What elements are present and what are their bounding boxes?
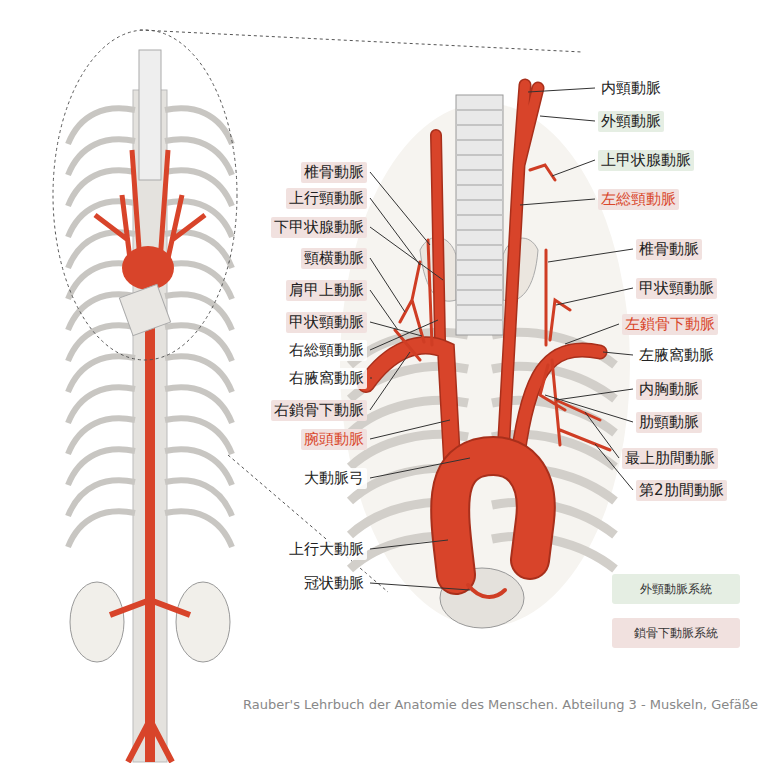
leader-line [370, 378, 372, 379]
coronary [468, 585, 505, 597]
artery-label: 外頸動脈 [598, 111, 664, 132]
artery-label: 内頸動脈 [598, 78, 664, 99]
small-branches [395, 165, 610, 450]
legend-item: 外頸動脈系統 [612, 574, 740, 604]
leader-line [540, 116, 595, 121]
leader-line [370, 290, 398, 330]
leader-line [370, 322, 422, 336]
zoom-figure [340, 85, 630, 628]
legend-text: 外頸動脈系統 [612, 574, 740, 604]
aorta [450, 456, 536, 575]
source-caption: Rauber's Lehrbuch der Anatomie des Mensc… [243, 697, 758, 712]
rib [350, 502, 615, 535]
leader-line [370, 320, 438, 350]
kidney [70, 582, 124, 662]
artery-label: 右腋窩動脈 [286, 368, 367, 389]
kidney [176, 582, 230, 662]
aortic-arch [122, 246, 174, 290]
leader-line [548, 249, 633, 262]
leader-line [370, 583, 470, 590]
artery-label: 肩甲上動脈 [286, 280, 367, 301]
leader-line [585, 412, 619, 458]
leader-line [370, 458, 470, 478]
artery-label: 左総頸動脈 [598, 189, 679, 210]
leader-line [603, 352, 633, 355]
artery-label: 甲状頸動脈 [286, 312, 367, 333]
leader-line [370, 540, 448, 549]
artery-label: 頸横動脈 [301, 248, 367, 269]
descending-aorta [145, 285, 155, 762]
artery-label: 上行大動脈 [286, 539, 367, 560]
artery-label: 大動脈弓 [301, 468, 367, 489]
right-common-carotid [436, 135, 440, 340]
artery-label: 右総頸動脈 [286, 340, 367, 361]
zoom-ellipse [53, 30, 237, 360]
aorta [450, 456, 536, 575]
artery-label: 最上肋間動脈 [622, 448, 718, 469]
leader-line [370, 258, 405, 312]
legend-item: 鎖骨下動脈系統 [612, 618, 740, 648]
legend-text: 鎖骨下動脈系統 [612, 618, 740, 648]
leader-line [556, 389, 633, 400]
brachiocephalic [366, 345, 452, 460]
leader-line [552, 160, 595, 176]
leader-line [565, 324, 619, 344]
artery-label: 冠状動脈 [301, 573, 367, 594]
artery-label: 左腋窩動脈 [636, 345, 717, 366]
left-common-carotid [503, 85, 538, 455]
artery-label: 左鎖骨下動脈 [622, 314, 718, 335]
rib [350, 536, 615, 569]
leader-line [370, 198, 420, 265]
artery-label: 肋頸動脈 [636, 412, 702, 433]
artery-label: 上行頸動脈 [286, 188, 367, 209]
artery-label: 第2肋間動脈 [636, 480, 727, 501]
leader-line [370, 420, 450, 439]
trachea [139, 50, 161, 180]
leader-line [370, 227, 443, 280]
artery-label: 椎骨動脈 [636, 239, 702, 260]
torso-figure [53, 30, 582, 762]
artery-label: 内胸動脈 [636, 379, 702, 400]
artery-label: 右鎖骨下動脈 [271, 400, 367, 421]
rib [68, 201, 232, 237]
leader-line [370, 352, 410, 410]
artery-label: 腕頭動脈 [301, 429, 367, 450]
rib [350, 366, 615, 399]
artery-label: 椎骨動脈 [301, 162, 367, 183]
artery-label: 上甲状腺動脈 [598, 150, 694, 171]
brachiocephalic [366, 345, 452, 460]
leader-line [520, 199, 595, 205]
spine [133, 90, 167, 762]
artery-label: 下甲状腺動脈 [271, 217, 367, 238]
leader-line [556, 288, 633, 305]
artery-label: 甲状頸動脈 [636, 278, 717, 299]
rib [350, 400, 615, 433]
leader-line [528, 88, 595, 92]
heart-stub [119, 284, 170, 335]
trachea-rings [456, 110, 503, 320]
leader-lines [370, 88, 633, 590]
right-common-carotid [436, 135, 440, 340]
trachea [456, 95, 503, 335]
left-common-carotid [503, 85, 538, 455]
